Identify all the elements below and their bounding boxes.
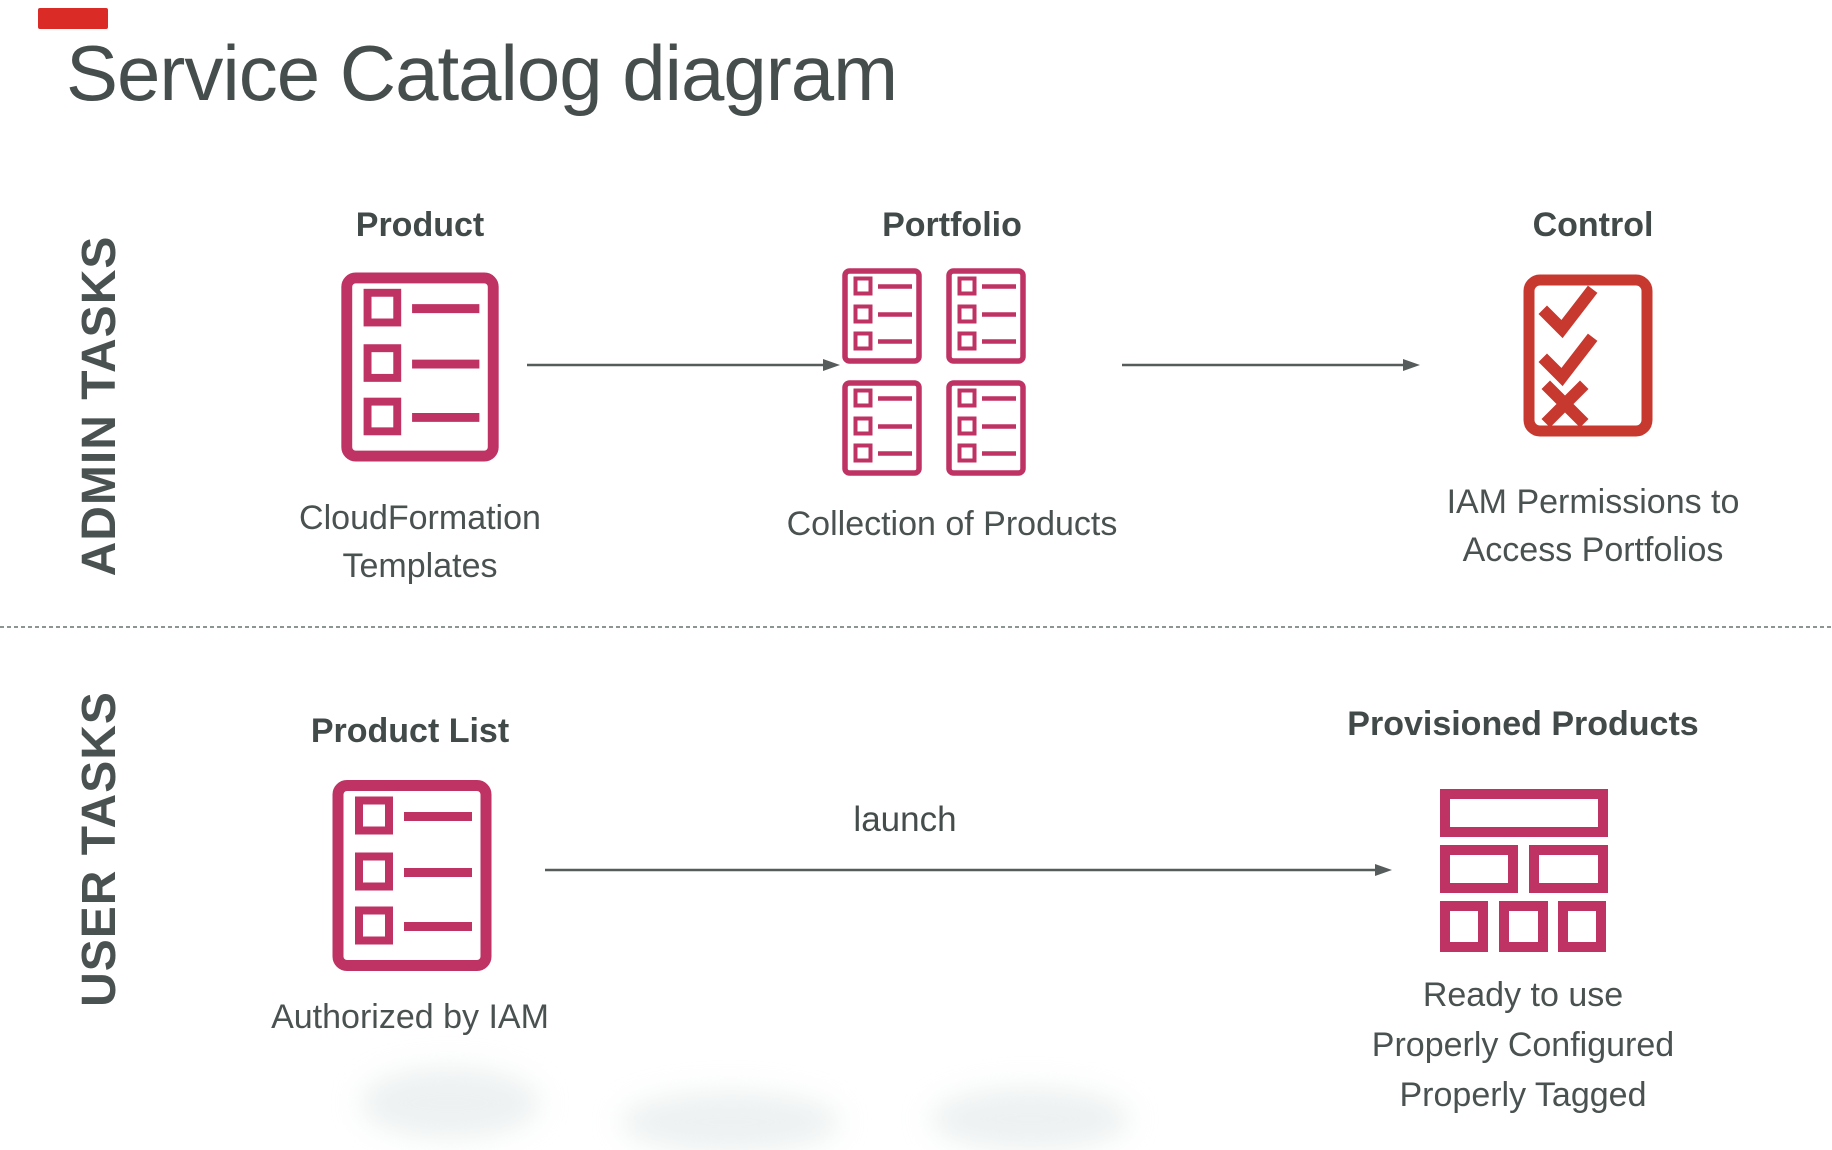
portfolio-grid-icon — [841, 268, 1027, 476]
smudge-artifact — [360, 1068, 540, 1138]
list-document-icon — [340, 272, 500, 462]
list-document-icon — [332, 779, 492, 972]
product-heading: Product — [355, 206, 485, 244]
list-document-icon — [945, 380, 1027, 476]
page-title: Service Catalog diagram — [66, 29, 898, 117]
caption-line: Properly Tagged — [1399, 1076, 1647, 1114]
product-list-caption: Authorized by IAM — [235, 993, 585, 1041]
portfolio-heading: Portfolio — [882, 206, 1022, 244]
control-caption: IAM Permissions to Access Portfolios — [1413, 478, 1773, 574]
arrow-launch — [545, 864, 1392, 876]
caption-line: Collection of Products — [786, 505, 1118, 543]
lane-divider — [0, 626, 1832, 628]
user-tasks-lane-label: USER TASKS — [73, 691, 126, 1007]
product-list-heading: Product List — [310, 712, 510, 750]
caption-line: Properly Configured — [1371, 1026, 1675, 1064]
caption-line: Access Portfolios — [1462, 531, 1724, 569]
control-heading: Control — [1532, 206, 1654, 244]
smudge-artifact — [930, 1088, 1130, 1150]
product-caption: CloudFormation Templates — [270, 494, 570, 590]
red-corner-marker — [38, 8, 108, 29]
provisioned-stack-icon — [1440, 789, 1608, 953]
checklist-icon — [1523, 274, 1653, 437]
provisioned-products-caption: Ready to use Properly Configured Properl… — [1343, 970, 1703, 1120]
list-document-icon — [841, 380, 923, 476]
arrow-portfolio-to-control — [1122, 359, 1420, 371]
caption-line: Authorized by IAM — [271, 998, 549, 1036]
smudge-artifact — [620, 1092, 840, 1150]
admin-tasks-lane-label: ADMIN TASKS — [73, 235, 126, 577]
caption-line: CloudFormation — [299, 499, 541, 537]
caption-line: Templates — [342, 547, 498, 585]
list-document-icon — [841, 268, 923, 364]
caption-line: IAM Permissions to — [1446, 483, 1740, 521]
list-document-icon — [945, 268, 1027, 364]
portfolio-caption: Collection of Products — [782, 500, 1122, 548]
caption-line: Ready to use — [1422, 976, 1624, 1014]
provisioned-products-heading: Provisioned Products — [1347, 705, 1699, 743]
arrow-product-to-portfolio — [527, 359, 840, 371]
launch-arrow-label: launch — [853, 800, 957, 839]
